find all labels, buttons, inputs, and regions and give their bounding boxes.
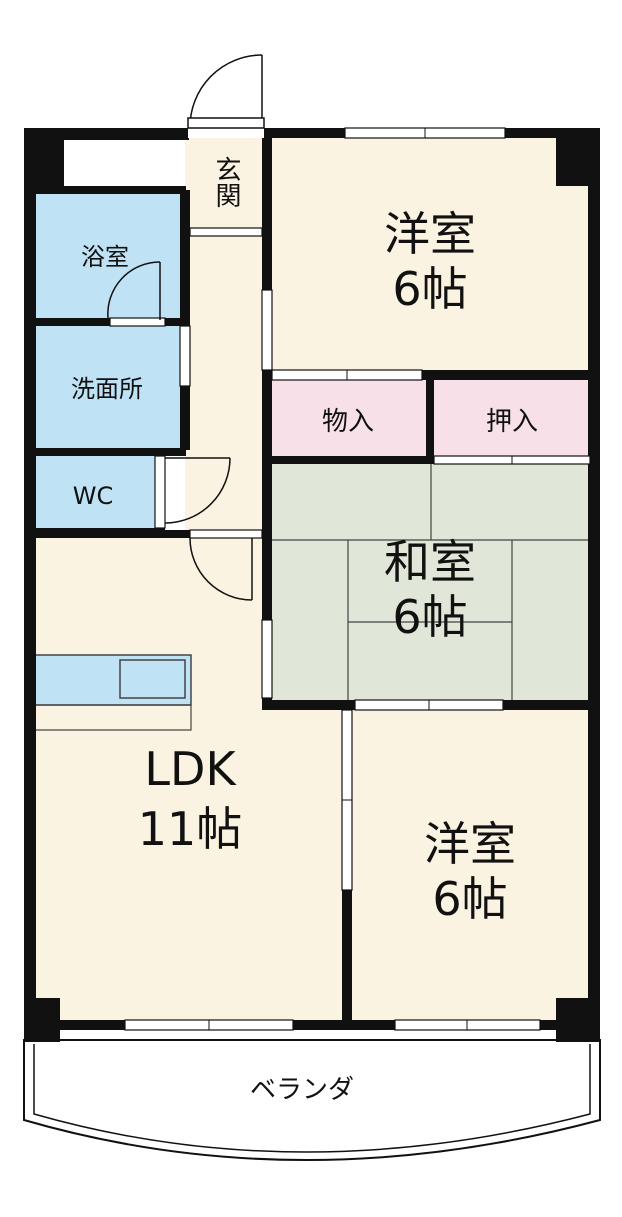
window-lines: [208, 128, 513, 1030]
ldk-size: 11帖: [138, 802, 243, 856]
toilet-floor: [30, 450, 160, 535]
storage-floor: [265, 376, 431, 458]
washroom-label: 洗面所: [71, 375, 143, 403]
storage-label: 物入: [322, 407, 374, 437]
veranda: [23, 1039, 601, 1161]
door-swings: [107, 54, 265, 601]
western-room-bottom-name: 洋室: [424, 817, 516, 871]
veranda-rail: [33, 1044, 591, 1153]
western-room-top-floor: [265, 128, 595, 376]
bathroom-floor: [30, 190, 185, 320]
washroom-floor: [30, 320, 185, 450]
toilet-label: WC: [73, 482, 114, 510]
japanese-room-floor: [265, 458, 595, 705]
western-room-bottom-floor: [346, 705, 595, 1022]
ldk-name: LDK: [144, 742, 237, 796]
japanese-room-name: 和室: [384, 535, 476, 589]
japanese-room-size: 6帖: [392, 590, 467, 644]
tatami-lines: [270, 462, 590, 700]
western-room-top-size: 6帖: [392, 262, 467, 316]
closet-label: 押入: [486, 407, 538, 437]
entrance-label: 玄関: [211, 156, 241, 208]
hallway-floor: [185, 128, 265, 543]
kitchen-counter-edge: [33, 704, 192, 731]
western-room-bottom-size: 6帖: [432, 872, 507, 926]
bathroom-label: 浴室: [81, 243, 129, 271]
closet-floor: [431, 376, 595, 458]
veranda-label: ベランダ: [250, 1075, 354, 1105]
western-room-top-name: 洋室: [384, 207, 476, 261]
kitchen-sink: [119, 659, 186, 699]
